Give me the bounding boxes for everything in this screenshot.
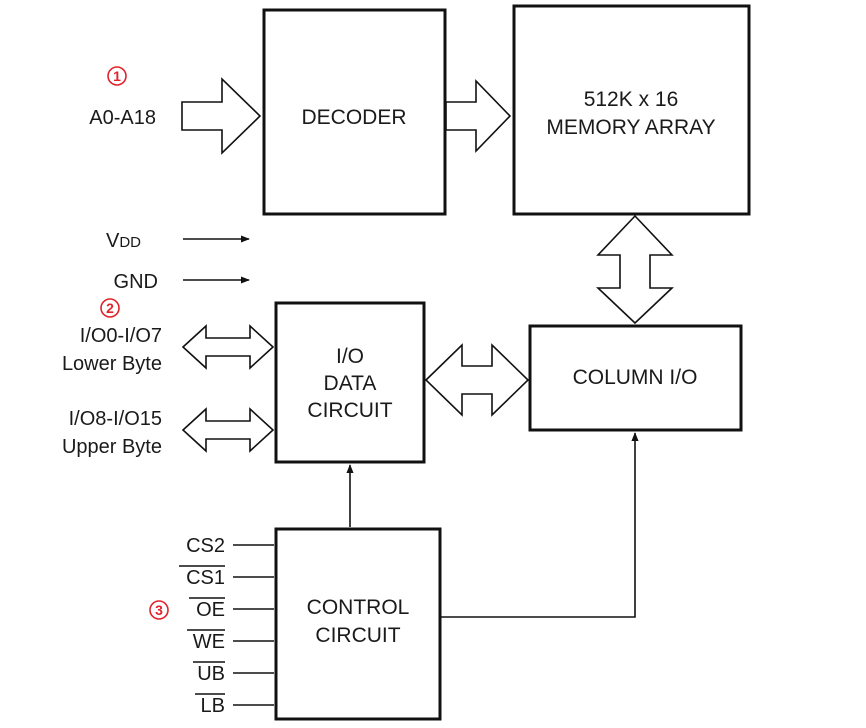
control-circuit-block [274,527,442,721]
decoder-label: DECODER [301,106,406,129]
vdd-label: VDD [106,230,141,252]
memory-array-label-line2: MEMORY ARRAY [546,116,715,139]
marker-3-circle [149,600,169,620]
address-bus-arrow [181,77,262,155]
io-lower-byte-bidir-arrow [181,324,275,370]
array-column-io-bidir-arrow [595,214,675,325]
io-data-circuit-label-line1: I/O [336,345,364,368]
gnd-label: GND [114,271,158,293]
marker-2: 2 [100,298,120,318]
address-label: A0-A18 [89,107,156,129]
lb-pin: LB [195,693,225,717]
io-data-circuit-block [274,301,426,464]
io-lower-label-line1: I/O0-I/O7 [80,325,162,347]
decoder-to-array-arrow [445,79,512,153]
io-data-circuit-label-line2: DATA [324,372,377,395]
ub-pin-label: UB [197,663,225,685]
column-io-block [528,324,743,432]
ub-pin: UB [193,661,225,685]
marker-1-number: 1 [113,68,121,84]
vdd-label-sub: DD [119,234,141,251]
vdd-label-main: V [106,230,120,252]
oe-pin: OE [189,597,225,621]
marker-3: 3 [149,600,169,620]
io-lower-label-line2: Lower Byte [62,353,162,375]
control-to-column-io-arrow [441,432,639,618]
marker-2-number: 2 [106,300,114,316]
marker-3-number: 3 [155,602,163,618]
io-upper-label-line2: Upper Byte [62,436,162,458]
cs1-pin-label: CS1 [186,567,225,589]
marker-1-circle [107,66,127,86]
io-data-column-io-bidir-arrow [424,343,530,417]
marker-2-circle [100,298,120,318]
control-circuit-label-line2: CIRCUIT [315,624,400,647]
column-io-label: COLUMN I/O [573,366,698,389]
memory-array-block [512,4,751,216]
memory-array-label-line1: 512K x 16 [584,88,679,111]
we-pin-label: WE [193,631,225,653]
we-pin: WE [187,629,225,653]
io-upper-byte-bidir-arrow [181,407,275,453]
control-circuit-label-line1: CONTROL [307,596,410,619]
marker-1: 1 [107,66,127,86]
cs2-pin-label: CS2 [186,535,225,557]
cs1-pin: CS1 [179,565,225,589]
io-data-circuit-label-line3: CIRCUIT [307,399,392,422]
lb-pin-label: LB [201,695,225,717]
oe-pin-label: OE [196,599,225,621]
decoder-block [262,8,447,216]
io-upper-label-line1: I/O8-I/O15 [69,408,162,430]
